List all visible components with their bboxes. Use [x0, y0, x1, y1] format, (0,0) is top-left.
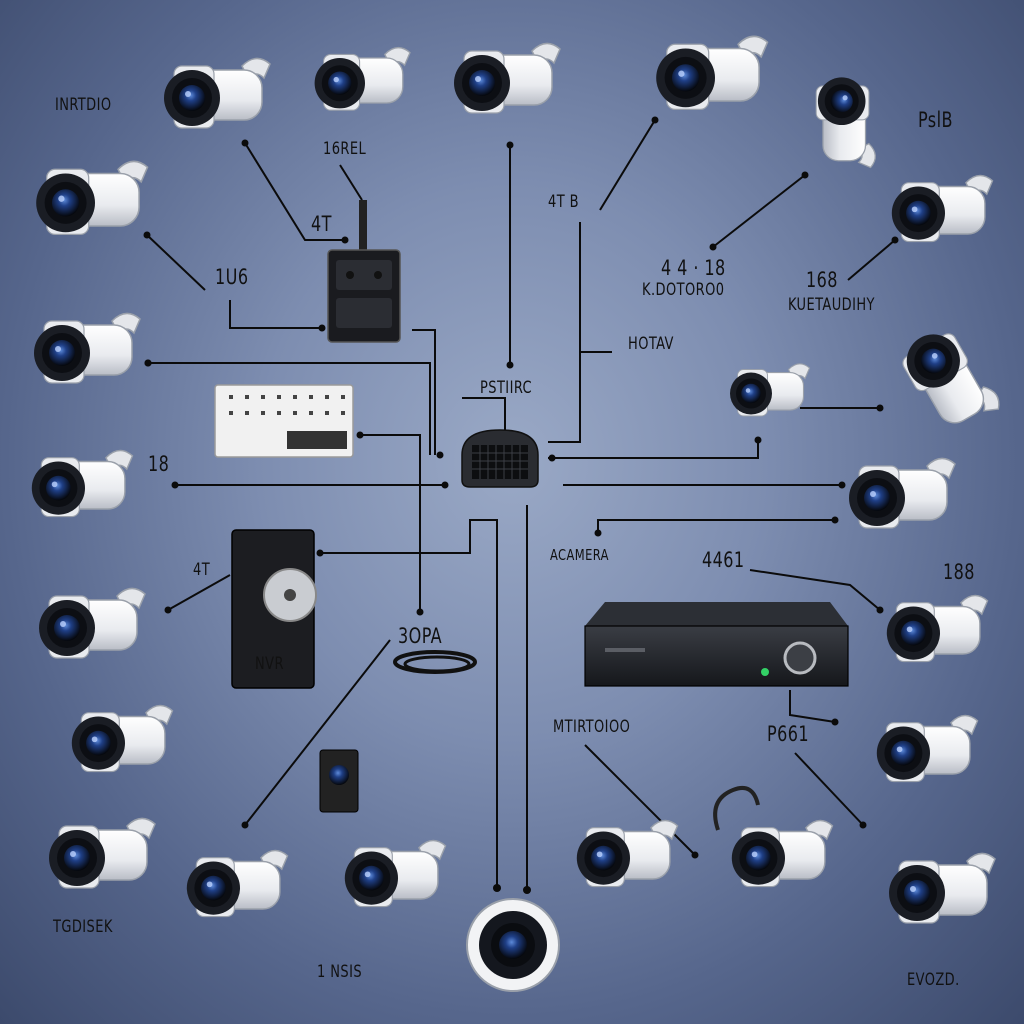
- label-top-left: INRTDIO: [55, 95, 112, 115]
- camera-top-1: [163, 57, 271, 129]
- label-mtirtoioo: MTIRTOIOO: [553, 717, 631, 737]
- label-4t-left: 4T: [193, 560, 211, 580]
- camera-right-6: [888, 852, 996, 924]
- cameras: [31, 35, 1004, 992]
- label-1u6: 1U6: [215, 265, 249, 289]
- label-kdotoroo: K.DOTORO0: [642, 280, 725, 300]
- camera-right-5: [876, 714, 979, 783]
- label-30pa: 3OPA: [398, 624, 443, 648]
- camera-top-3: [453, 42, 561, 114]
- label-bottom-right: EVOZD.: [907, 970, 960, 990]
- wires: [146, 119, 896, 890]
- camera-left-3: [31, 449, 134, 518]
- camera-left-6: [48, 817, 156, 889]
- coiled-cable: [713, 785, 760, 831]
- camera-bottom-1: [186, 849, 289, 918]
- label-kuetaudiny: KUETAUDIHY: [788, 295, 875, 315]
- camera-right-1: [891, 174, 994, 243]
- label-188: 188: [943, 560, 975, 584]
- camera-top-2: [313, 46, 411, 111]
- camera-left-2: [33, 312, 141, 384]
- label-bottom-mid: 1 NSIS: [317, 962, 363, 982]
- camera-left-1: [35, 160, 149, 236]
- camera-right-3: [848, 457, 956, 529]
- camera-bottom-dome: [466, 898, 560, 992]
- label-p661: P661: [767, 722, 810, 746]
- small-sensor: [319, 749, 359, 813]
- label-168: 168: [806, 268, 838, 292]
- camera-bottom-5: [731, 819, 834, 888]
- label-acamera: ACAMERA: [550, 546, 609, 564]
- camera-top-4: [655, 35, 769, 111]
- label-top-right: PslB: [918, 108, 953, 132]
- devices: [214, 200, 849, 813]
- label-hotav: HOTAV: [628, 334, 674, 354]
- label-44-18: 4 4 · 18: [661, 256, 726, 280]
- label-4tb: 4T B: [548, 192, 579, 212]
- label-4461: 4461: [702, 548, 745, 572]
- nvr-recorder: [584, 602, 849, 687]
- camera-left-4: [38, 587, 146, 659]
- network-hub: [461, 429, 539, 488]
- label-bottom-left: TGDISEK: [53, 917, 113, 937]
- cable-coil: [393, 650, 477, 674]
- camera-left-5: [71, 704, 174, 773]
- label-4t-top: 4T: [311, 212, 332, 236]
- camera-bottom-2: [344, 839, 447, 908]
- power-adapter: [327, 200, 401, 343]
- wire-arrowheads: [143, 116, 899, 894]
- label-18: 18: [148, 452, 170, 476]
- camera-top-right-dome: [815, 76, 876, 169]
- camera-mid-right: [729, 363, 811, 417]
- hard-drive: [231, 529, 317, 689]
- camera-bottom-4: [576, 819, 679, 888]
- camera-right-2: [894, 318, 1004, 441]
- label-nvr: NVR: [255, 654, 284, 674]
- camera-right-4: [886, 594, 989, 663]
- label-pstiirc: PSTIIRC: [480, 378, 533, 398]
- label-16rel: 16REL: [323, 139, 367, 159]
- poe-switch: [214, 384, 354, 458]
